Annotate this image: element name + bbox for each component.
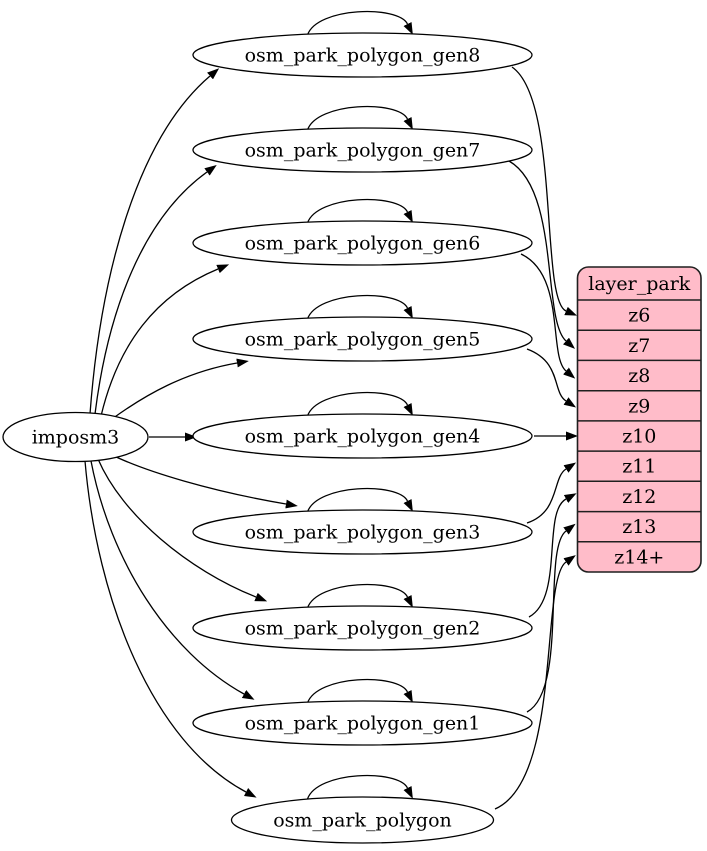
gen3-label: osm_park_polygon_gen3 (245, 522, 481, 544)
self-loop-polygon (306, 774, 413, 800)
gen6-ellipse (192, 220, 533, 266)
edges-tables-to-layer (494, 66, 578, 810)
self-loop-gen8 (306, 10, 413, 36)
self-loop-gen1 (306, 678, 413, 704)
node-osm-park-polygon-gen2: osm_park_polygon_gen2 (192, 605, 533, 651)
edge-gen7-z7 (508, 160, 576, 349)
imposm3-label: imposm3 (32, 427, 120, 449)
self-loop-gen2 (306, 583, 413, 609)
edge-imposm3-gen6 (100, 264, 230, 417)
edge-gen3-z11 (526, 462, 577, 524)
gen6-label: osm_park_polygon_gen6 (245, 233, 481, 255)
self-loop-edges (306, 10, 413, 800)
gen4-label: osm_park_polygon_gen4 (245, 426, 481, 448)
gen5-ellipse (192, 316, 533, 362)
edge-gen1-z13 (526, 523, 576, 713)
layer-park-row-z13: z13 (622, 516, 656, 538)
node-osm-park-polygon-gen5: osm_park_polygon_gen5 (192, 316, 533, 362)
node-osm-park-polygon-gen1: osm_park_polygon_gen1 (192, 700, 533, 746)
layer-park-box (576, 266, 702, 573)
layer-park-row-z9: z9 (628, 395, 650, 417)
imposm3-ellipse (2, 411, 149, 463)
node-osm-park-polygon-gen4: osm_park_polygon_gen4 (192, 413, 533, 459)
self-loop-gen6 (306, 198, 413, 224)
polygon-label: osm_park_polygon (273, 810, 452, 832)
gen1-label: osm_park_polygon_gen1 (245, 713, 481, 735)
edge-imposm3-gen7 (94, 164, 217, 415)
edge-gen2-z12 (528, 493, 577, 618)
layer-park-row-z6: z6 (628, 305, 650, 327)
layer-park-row-z7: z7 (628, 335, 650, 357)
self-loop-gen4 (306, 391, 413, 417)
gen5-label: osm_park_polygon_gen5 (245, 329, 481, 351)
gen7-ellipse (192, 127, 533, 173)
gen4-ellipse (192, 413, 533, 459)
gen8-label: osm_park_polygon_gen8 (245, 45, 481, 67)
layer-park-title: layer_park (588, 273, 691, 295)
edge-gen6-z8 (520, 253, 576, 379)
edge-polygon-z14 (494, 555, 576, 810)
edge-imposm3-polygon (84, 460, 257, 798)
node-osm-park-polygon: osm_park_polygon (230, 796, 495, 844)
node-osm-park-polygon-gen6: osm_park_polygon_gen6 (192, 220, 533, 266)
edge-imposm3-gen3 (107, 452, 298, 509)
edge-gen8-z6 (511, 66, 578, 316)
edge-imposm3-gen5 (111, 358, 249, 420)
layer-park-row-z8: z8 (628, 365, 650, 387)
edge-imposm3-gen1 (90, 460, 255, 700)
gen1-ellipse (192, 700, 533, 746)
layer-park-row-z12: z12 (622, 486, 656, 508)
edge-imposm3-gen2 (97, 458, 268, 602)
node-imposm3: imposm3 (2, 411, 149, 463)
gen7-label: osm_park_polygon_gen7 (245, 140, 481, 162)
self-loop-gen3 (306, 487, 413, 513)
self-loop-gen7 (306, 105, 413, 131)
gen3-ellipse (192, 509, 533, 555)
layer-park-row-z11: z11 (622, 456, 656, 478)
polygon-ellipse (230, 796, 495, 844)
edge-gen5-z9 (526, 348, 577, 408)
node-layer-park: layer_park z6 z7 z8 z9 z10 z11 z12 z13 z… (576, 266, 702, 573)
gen2-label: osm_park_polygon_gen2 (245, 618, 481, 640)
node-osm-park-polygon-gen8: osm_park_polygon_gen8 (192, 32, 533, 78)
gen2-ellipse (192, 605, 533, 651)
layer-park-row-z10: z10 (622, 426, 656, 448)
node-osm-park-polygon-gen7: osm_park_polygon_gen7 (192, 127, 533, 173)
self-loop-gen5 (306, 294, 413, 320)
edge-imposm3-gen8 (89, 68, 220, 415)
gen8-ellipse (192, 32, 533, 78)
layer-park-row-z14: z14+ (614, 546, 664, 568)
edges-imposm3-to-tables (84, 68, 298, 798)
node-osm-park-polygon-gen3: osm_park_polygon_gen3 (192, 509, 533, 555)
